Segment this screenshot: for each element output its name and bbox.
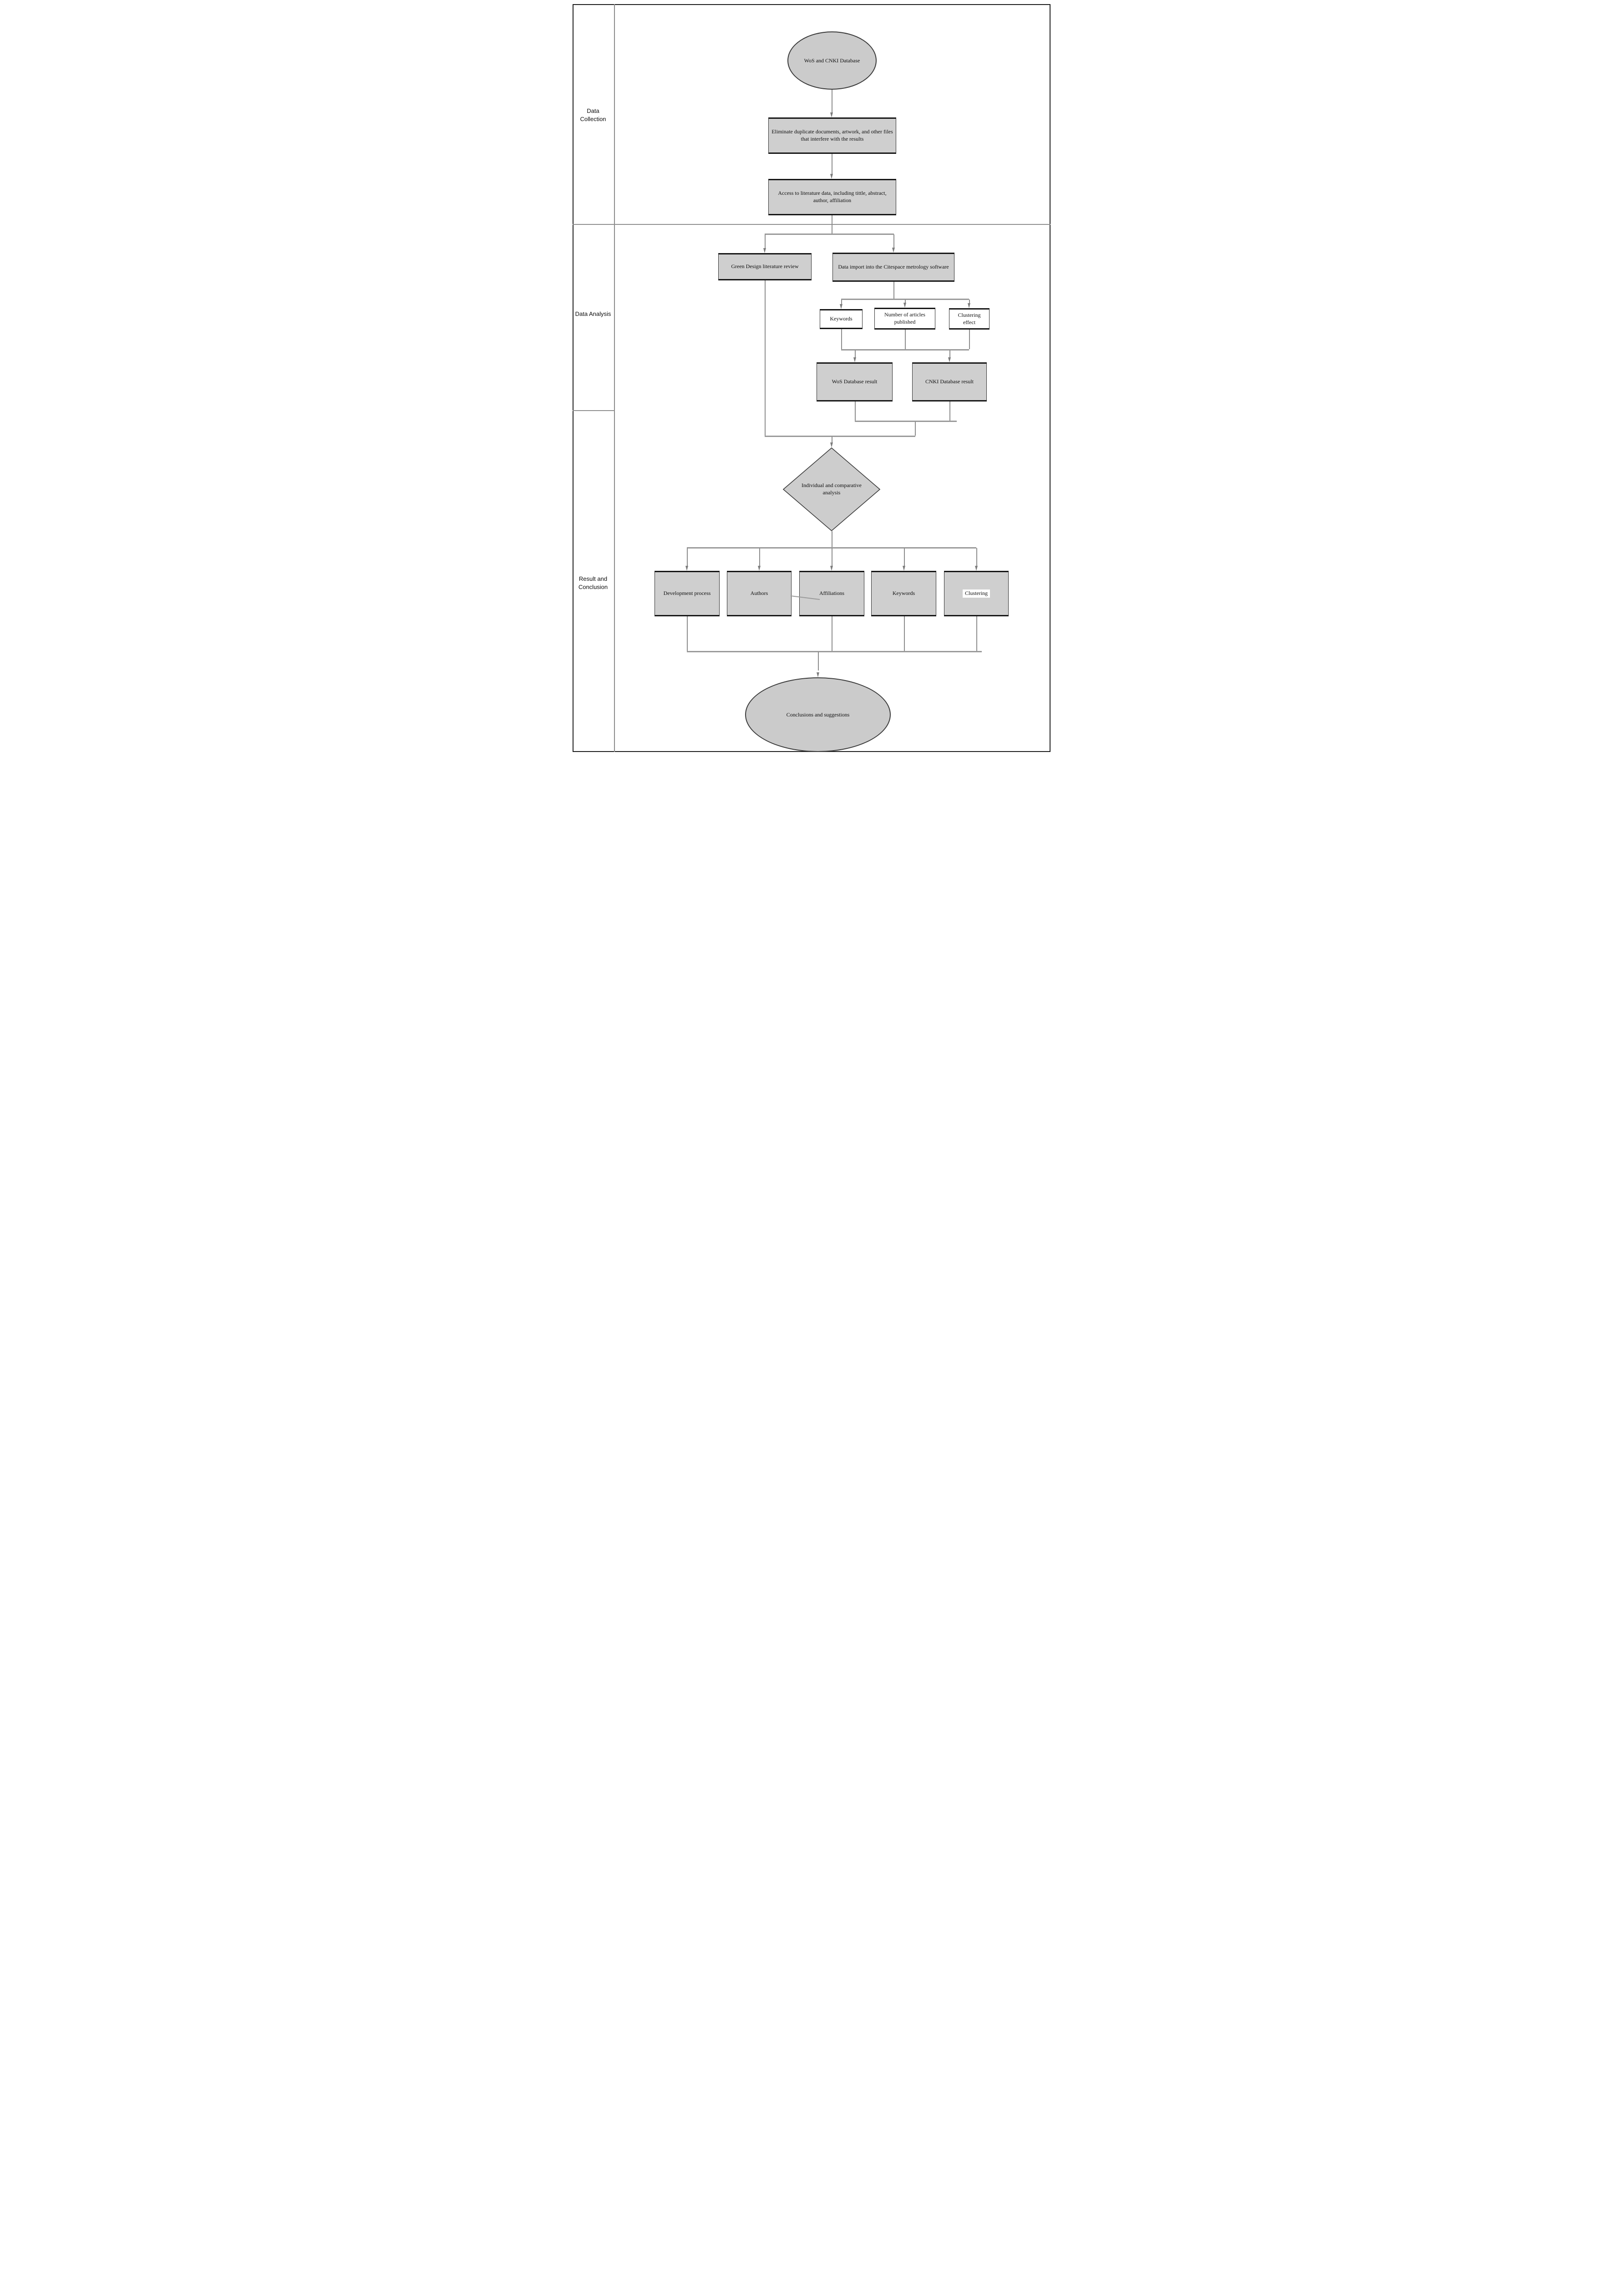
connector-line [687, 616, 688, 651]
section-label-data-analysis: Data Analysis [575, 310, 611, 317]
connector-line [841, 300, 842, 304]
node-clustering-effect-label: Clustering effect [958, 311, 981, 325]
node-development-label: Development process [663, 590, 711, 597]
arrowhead-icon [830, 442, 833, 447]
diamond-shape [782, 447, 881, 532]
node-green-design-review: Green Design literature review [718, 253, 812, 280]
connector-line [915, 422, 916, 436]
node-cnki-result-label: CNKI Database result [925, 378, 974, 385]
connector-line [976, 616, 977, 651]
node-eliminate-label: Eliminate duplicate documents, artwork, … [771, 128, 893, 142]
node-articles-metric: Number of articles published [874, 308, 935, 330]
section-divider-analysis-result [573, 410, 614, 411]
connector-line [818, 652, 819, 671]
connector-bus [841, 299, 969, 300]
node-eliminate-duplicates: Eliminate duplicate documents, artwork, … [768, 117, 896, 154]
node-clustering-result-label: Clustering [963, 589, 990, 598]
arrowhead-icon [903, 303, 906, 308]
stray-connector-line [790, 595, 820, 600]
connector-line [765, 234, 766, 248]
connector-line [765, 280, 766, 436]
left-rail-divider [614, 4, 615, 752]
connector-line [841, 329, 842, 349]
connector-line [687, 548, 688, 566]
connector-bus [765, 436, 915, 437]
connector-line [949, 401, 950, 421]
node-wos-result: WoS Database result [817, 362, 893, 401]
arrowhead-icon [816, 672, 819, 677]
connector-line [893, 234, 894, 248]
arrowhead-icon [892, 248, 895, 253]
arrowhead-icon [902, 566, 905, 571]
section-label-data-collection: Data Collection [580, 107, 606, 122]
node-access-literature: Access to literature data, including tit… [768, 179, 896, 215]
node-keywords-result-label: Keywords [892, 590, 915, 597]
node-clustering-result: Clustering [944, 571, 1009, 616]
arrowhead-icon [757, 566, 761, 571]
flowchart-figure: Data Collection Data Analysis Result and… [568, 0, 1056, 759]
node-start-label: WoS and CNKI Database [804, 57, 860, 64]
arrowhead-icon [974, 566, 978, 571]
arrowhead-icon [967, 303, 970, 308]
node-analysis-diamond: Individual and comparative analysis [782, 447, 881, 532]
connector-line [904, 616, 905, 651]
section-label-result-conclusion: Result and Conclusion [578, 575, 608, 590]
connector-bus [687, 651, 982, 652]
node-access-label: Access to literature data, including tit… [778, 190, 887, 203]
node-green-review-label: Green Design literature review [731, 263, 799, 270]
arrowhead-icon [830, 566, 833, 571]
node-analysis-label: Individual and comparative analysis [802, 482, 862, 496]
node-development-process: Development process [655, 571, 720, 616]
arrowhead-icon [948, 357, 951, 362]
connector-line [855, 401, 856, 421]
arrowhead-icon [853, 357, 856, 362]
connector-line [855, 350, 856, 357]
node-articles-metric-label: Number of articles published [884, 311, 925, 325]
connector-line [904, 548, 905, 566]
connector-bus [841, 349, 969, 351]
connector-bus [765, 234, 894, 235]
connector-line [949, 350, 950, 357]
connector-line [969, 330, 970, 349]
arrowhead-icon [830, 112, 833, 117]
node-citespace-label: Data import into the Citespace metrology… [838, 264, 949, 270]
connector-line [905, 330, 906, 349]
node-cnki-result: CNKI Database result [912, 362, 987, 401]
node-affiliations-label: Affiliations [819, 590, 845, 597]
connector-bus [687, 547, 976, 549]
node-keywords-metric: Keywords [820, 309, 863, 329]
connector-line [759, 548, 760, 566]
arrowhead-icon [839, 304, 842, 309]
node-authors: Authors [727, 571, 792, 616]
node-citespace-import: Data import into the Citespace metrology… [832, 253, 954, 282]
node-clustering-effect-metric: Clustering effect [949, 308, 990, 330]
section-divider-collection-analysis [573, 224, 1051, 225]
node-end-ellipse: Conclusions and suggestions [745, 677, 891, 752]
arrowhead-icon [830, 174, 833, 179]
connector-bus [855, 421, 957, 422]
node-end-label: Conclusions and suggestions [786, 711, 850, 718]
arrowhead-icon [763, 248, 766, 253]
connector-line [893, 282, 894, 299]
arrowhead-icon [685, 566, 688, 571]
node-keywords-metric-label: Keywords [830, 315, 853, 322]
node-keywords-result: Keywords [871, 571, 936, 616]
node-affiliations: Affiliations [799, 571, 864, 616]
node-start-ellipse: WoS and CNKI Database [787, 31, 877, 90]
connector-line [905, 300, 906, 303]
node-wos-result-label: WoS Database result [832, 378, 878, 385]
node-authors-label: Authors [750, 590, 768, 597]
connector-line [969, 300, 970, 303]
connector-line [976, 548, 977, 566]
